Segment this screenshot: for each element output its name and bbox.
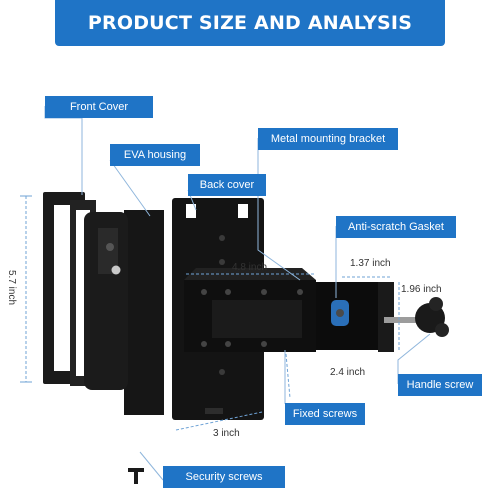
bracket-side-dimension: 1.96 inch [401, 284, 442, 295]
fixed-screws-label: Fixed screws [285, 403, 365, 425]
front-cover-leader [44, 106, 83, 195]
handle-screw-label: Handle screw [398, 374, 482, 396]
back-cover-label: Back cover [188, 174, 266, 196]
eva-housing-body [84, 210, 164, 415]
page-title: PRODUCT SIZE AND ANALYSIS [87, 12, 413, 34]
bracket-top-dimension: 1.37 inch [350, 258, 391, 269]
security-screws-leader [139, 451, 164, 481]
back-width-dimension: 3 inch [213, 428, 240, 439]
bracket-depth-dimension: 2.4 inch [330, 367, 366, 378]
metal-bracket-label: Metal mounting bracket [258, 128, 398, 150]
bracket-depth-line [285, 353, 291, 399]
height-dimension-line [20, 195, 32, 383]
height-dimension: 5.7 inch [6, 269, 18, 306]
anti-scratch-gasket [331, 300, 349, 326]
security-screw-icon [128, 468, 144, 484]
eva-housing-label: EVA housing [110, 144, 200, 166]
title-banner: PRODUCT SIZE AND ANALYSIS [55, 0, 445, 46]
security-screws-label: Security screws [163, 466, 285, 488]
metal-mounting-bracket [184, 268, 394, 352]
bracket-length-dimension: 4.8 inch [232, 262, 268, 273]
keyhole-icon [111, 265, 121, 275]
gasket-label: Anti-scratch Gasket [336, 216, 456, 238]
metal-bracket-leader [257, 138, 301, 281]
front-cover-label: Front Cover [45, 96, 153, 118]
handle-screw [384, 297, 449, 337]
eva-housing-leader [109, 159, 151, 217]
